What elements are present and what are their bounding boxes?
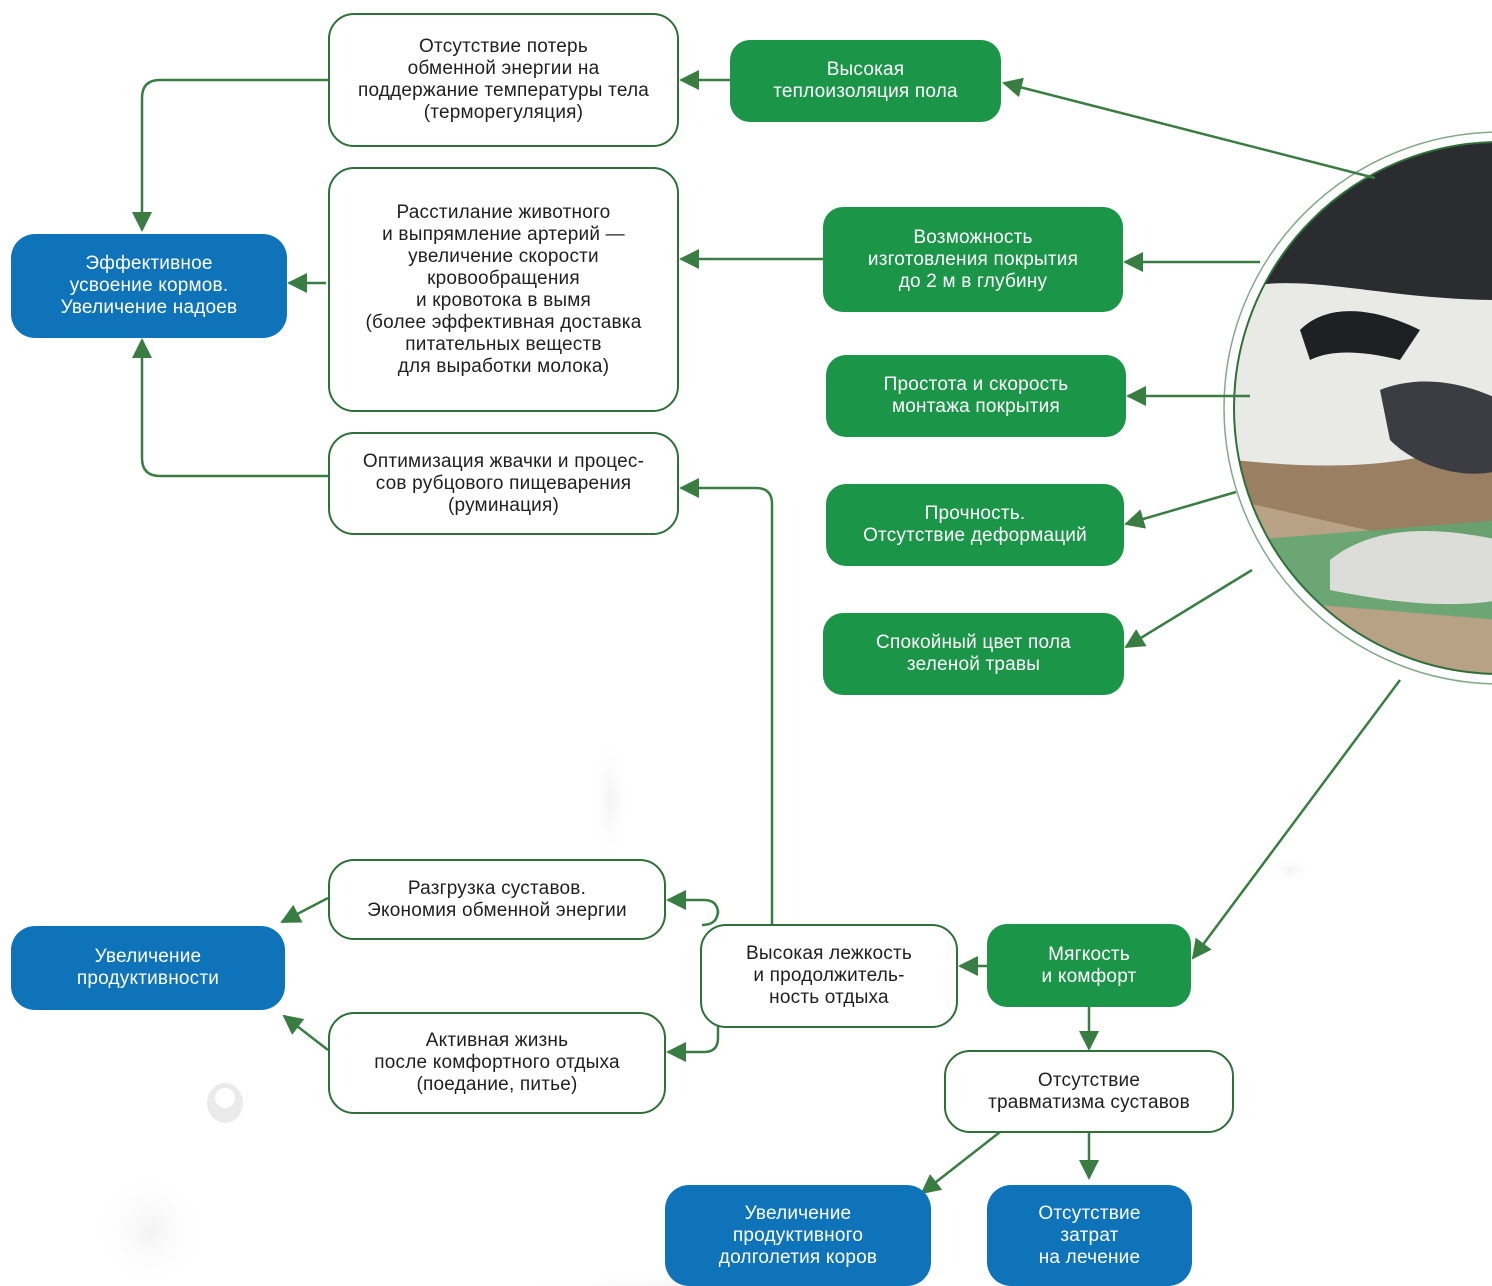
arrow-to-color: [1124, 568, 1253, 649]
feature-insulation: Высокая теплоизоляция пола: [730, 40, 1001, 122]
arrow-lying-to-joints: [666, 890, 720, 927]
arrow-lying-to-rumination: [679, 478, 774, 925]
arrow-to-insulation: [1002, 77, 1376, 180]
cow-photo: [1234, 142, 1492, 674]
arrow-thermo-to-feed: [132, 78, 328, 232]
effect-no-injury: Отсутствие травматизма суставов: [944, 1050, 1234, 1133]
arrow-rumination-to-feed: [132, 338, 328, 478]
result-longevity: Увеличение продуктивного долголетия коро…: [665, 1185, 931, 1286]
arrow-to-softness: [1191, 679, 1402, 960]
feature-color: Спокойный цвет пола зеленой травы: [823, 613, 1124, 695]
effect-rumination: Оптимизация жвачки и процес- сов рубцово…: [328, 432, 679, 535]
connectors: [132, 70, 1402, 1195]
result-feed-efficiency: Эффективное усвоение кормов. Увеличение …: [11, 234, 287, 338]
arrow-to-strength: [1124, 490, 1237, 529]
feature-depth: Возможность изготовления покрытия до 2 м…: [823, 207, 1123, 312]
effect-circulation: Расстилание животного и выпрямление арте…: [328, 167, 679, 412]
arrow-joints-to-productivity: [280, 896, 329, 924]
result-productivity: Увеличение продуктивности: [11, 926, 285, 1010]
result-no-treatment: Отсутствие затрат на лечение: [987, 1185, 1192, 1286]
feature-installation: Простота и скорость монтажа покрытия: [826, 355, 1126, 437]
feature-strength: Прочность. Отсутствие деформаций: [826, 484, 1124, 566]
arrow-active-to-productivity: [282, 1014, 329, 1051]
feature-softness: Мягкость и комфорт: [987, 924, 1191, 1007]
effect-joints-relief: Разгрузка суставов. Экономия обменной эн…: [328, 859, 666, 940]
effect-lying: Высокая лежкость и продолжитель- ность о…: [700, 924, 958, 1028]
effect-active-life: Активная жизнь после комфортного отдыха …: [328, 1012, 666, 1114]
arrow-noinjury-to-longevity: [920, 1131, 1001, 1195]
photo-frame: [1233, 141, 1492, 675]
effect-thermoregulation: Отсутствие потерь обменной энергии на по…: [328, 13, 679, 147]
